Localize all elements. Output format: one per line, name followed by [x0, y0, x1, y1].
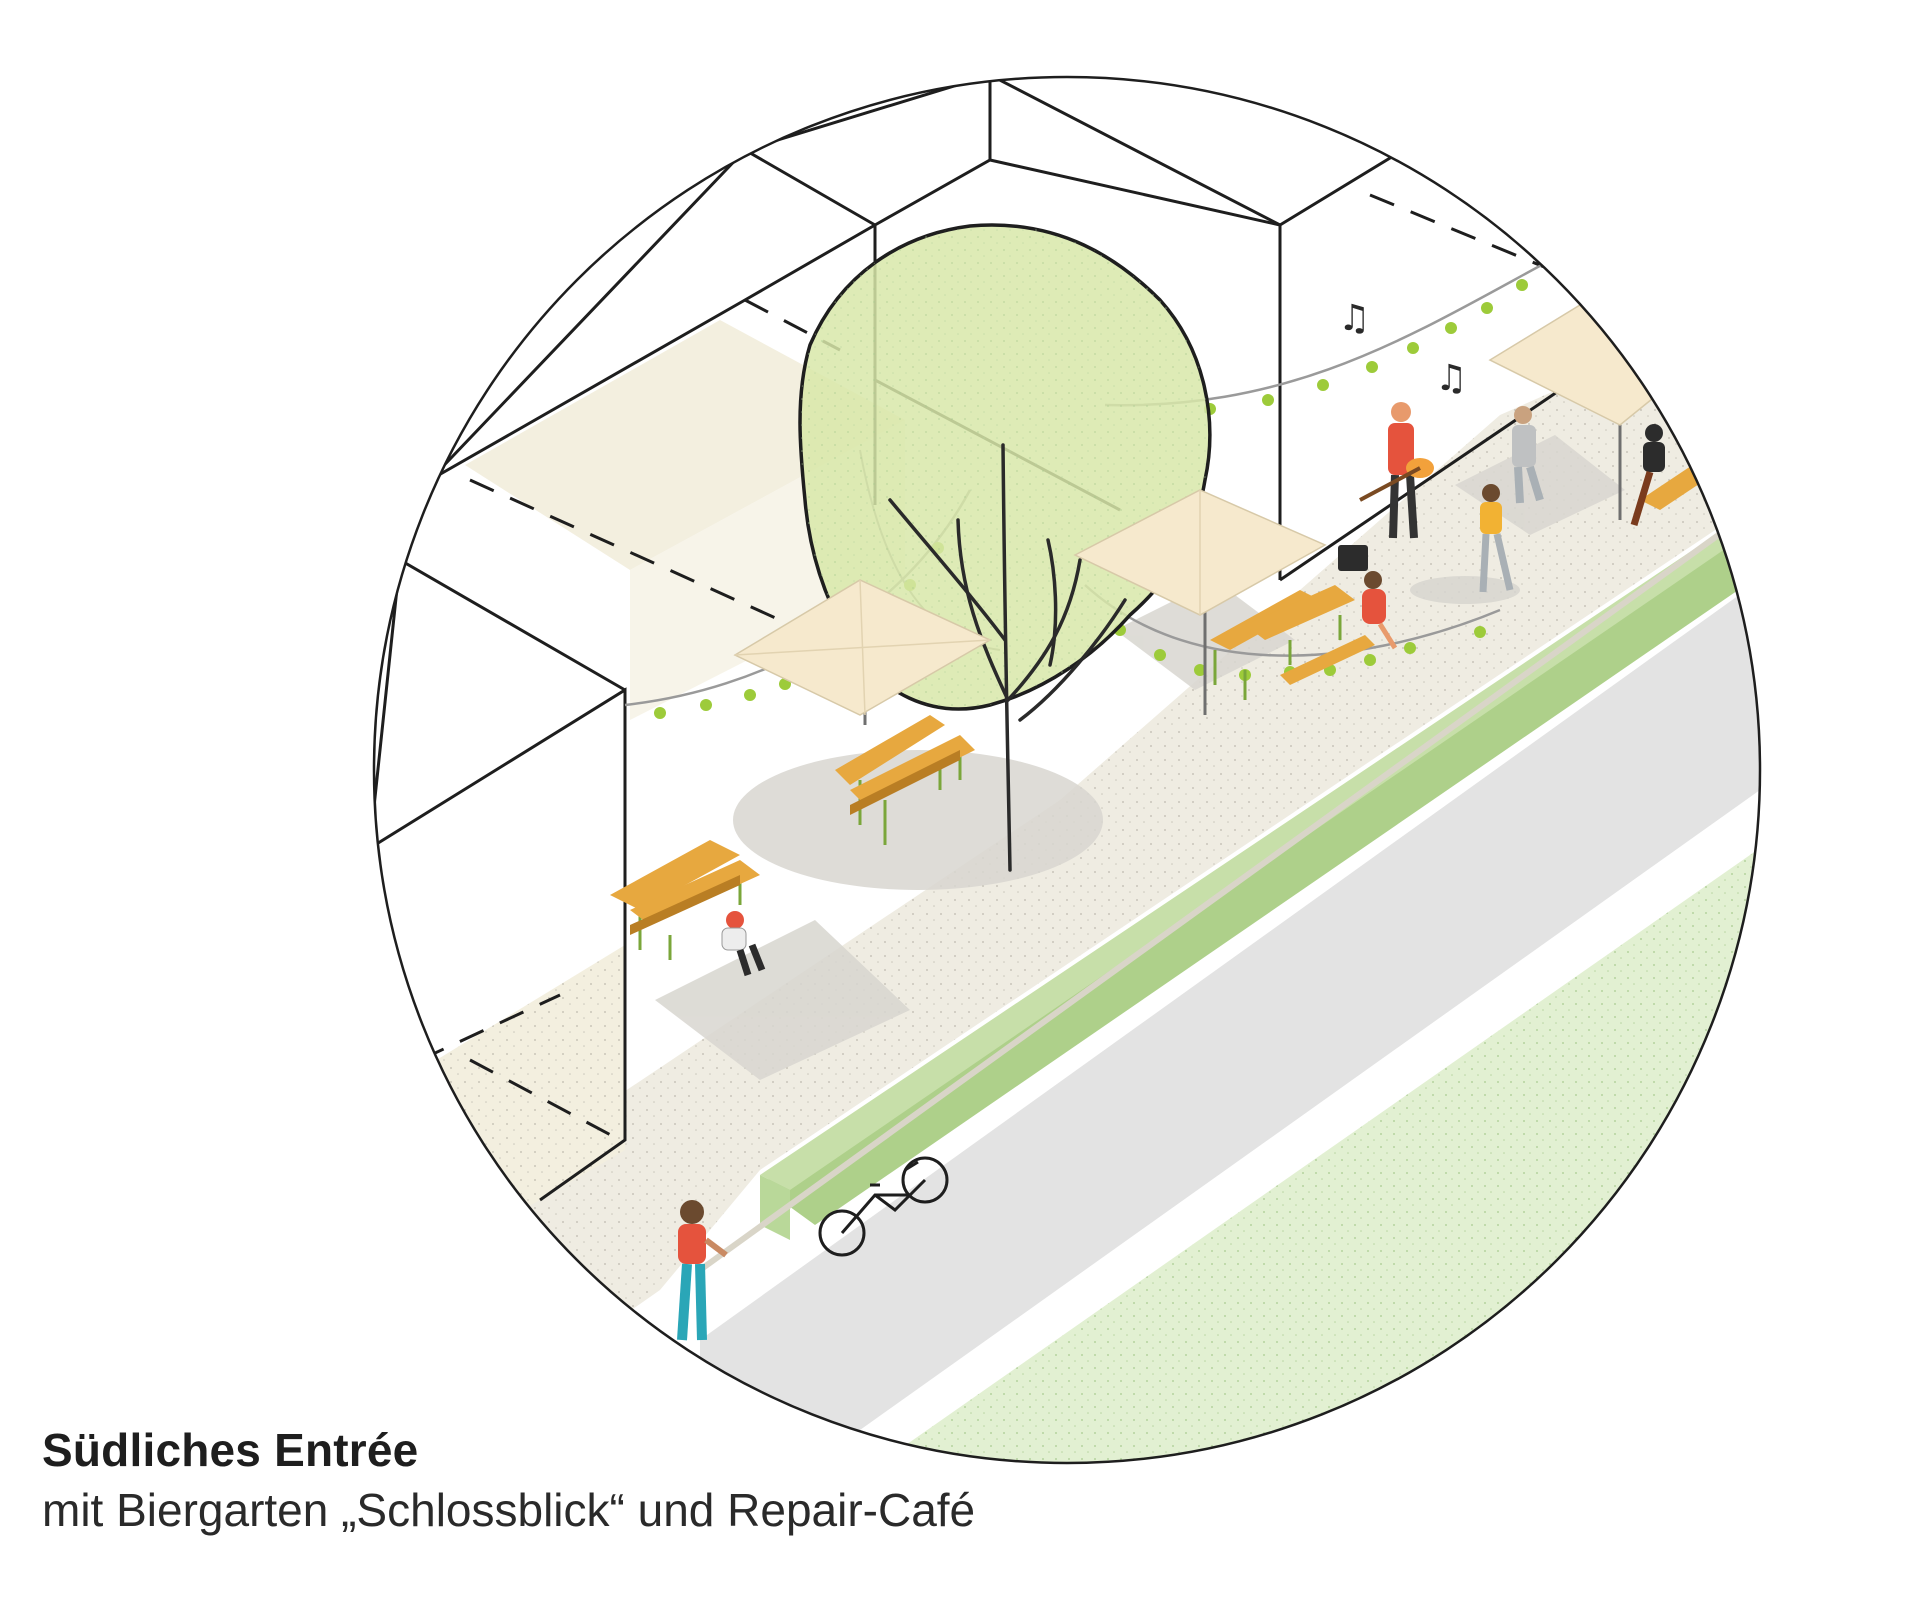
- caption: Südliches Entrée mit Biergarten „Schloss…: [42, 1420, 975, 1540]
- person-icon: [1359, 402, 1434, 539]
- music-note-icon: ♫: [1435, 358, 1467, 399]
- person-icon: [1479, 484, 1514, 593]
- person-icon: [1362, 571, 1398, 650]
- person-icon: [1630, 424, 1665, 527]
- person-icon: [677, 1200, 728, 1341]
- parasol-icon: [1073, 489, 1327, 715]
- parasol-icon: [733, 579, 992, 725]
- building-floor-areas: [420, 320, 905, 1270]
- person-icon: [721, 911, 766, 977]
- street: [700, 580, 1760, 1430]
- bench-table-icon: [1210, 585, 1375, 700]
- tree-icon: [798, 223, 1212, 872]
- scene-content: ♫ ♫: [374, 77, 1760, 1463]
- bench-table-icon: [610, 840, 760, 960]
- person-icon: [1512, 406, 1544, 504]
- caption-title: Südliches Entrée: [42, 1424, 419, 1476]
- music-note-icon: ♫: [1338, 298, 1370, 339]
- bicycle-icon: [818, 1156, 949, 1257]
- vignette-circle: [372, 75, 1762, 1465]
- speaker-icon: [1338, 545, 1368, 571]
- caption-subtitle: mit Biergarten „Schlossblick“ und Repair…: [42, 1484, 976, 1536]
- bench-table-icon: [835, 715, 975, 845]
